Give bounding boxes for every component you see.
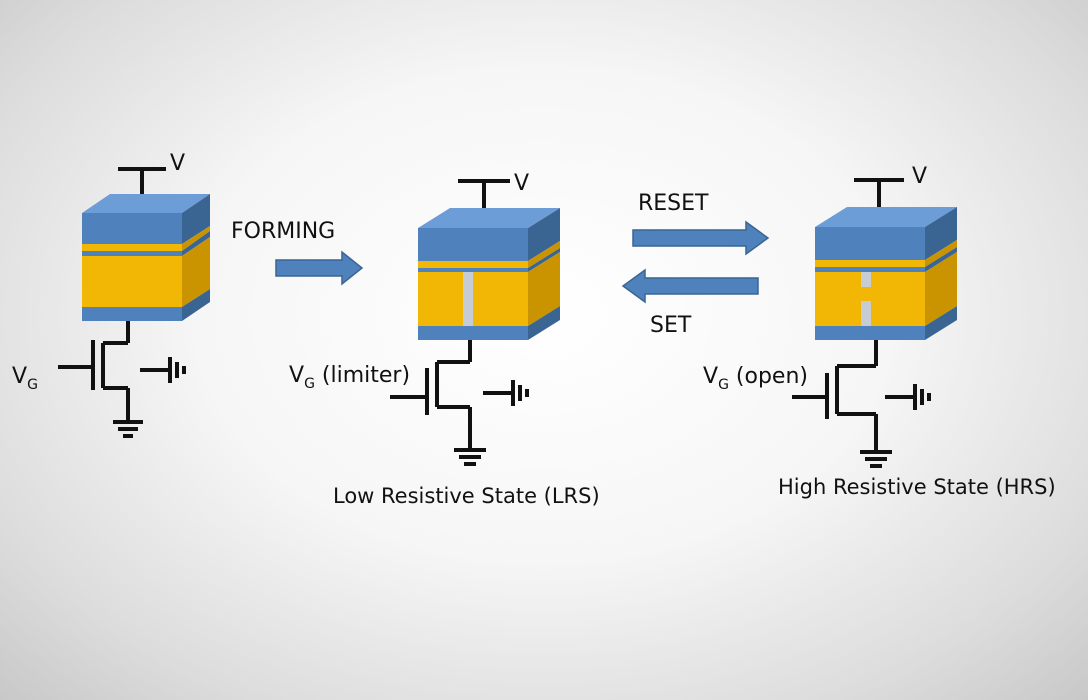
hrs-device-stack [815, 207, 957, 340]
lrs-gate-label: VG (limiter) [289, 363, 410, 392]
bottom-electrode [815, 326, 925, 340]
lrs-top-terminal-label: V [514, 171, 529, 196]
initial-cell: V [12, 151, 210, 438]
hrs-transistor: VG (open) [703, 340, 931, 468]
initial-device-stack [82, 194, 210, 321]
hrs-top-terminal-label: V [912, 164, 927, 189]
set-transition: SET [621, 268, 759, 338]
set-label: SET [650, 313, 692, 338]
arrow-left-icon [621, 268, 759, 304]
top-electrode-lower [82, 231, 182, 244]
top-electrode [815, 227, 925, 247]
initial-top-terminal-label: V [170, 151, 185, 176]
hrs-gate-label: VG (open) [703, 364, 808, 393]
battery-icon [885, 384, 931, 410]
reset-label: RESET [638, 191, 709, 216]
hrs-cell: V [703, 164, 1056, 499]
bottom-electrode [82, 307, 182, 321]
initial-gate-label: VG [12, 364, 38, 393]
lrs-transistor: VG (limiter) [289, 340, 529, 466]
arrow-right-icon [275, 250, 364, 286]
oxide-layer [82, 256, 182, 307]
top-electrode [82, 213, 182, 231]
battery-icon [483, 380, 529, 406]
lrs-caption: Low Resistive State (LRS) [333, 484, 600, 508]
top-electrode [418, 228, 528, 248]
ground-icon [113, 420, 143, 438]
forming-label: FORMING [231, 219, 335, 244]
reset-transition: RESET [632, 191, 770, 256]
lrs-device-stack [418, 208, 560, 340]
initial-transistor: VG [12, 321, 186, 438]
bottom-electrode [418, 326, 528, 340]
ground-icon [860, 450, 892, 468]
top-electrode-face [82, 194, 210, 213]
hrs-caption: High Resistive State (HRS) [778, 475, 1056, 499]
forming-transition: FORMING [231, 219, 364, 286]
ground-icon [454, 448, 486, 466]
conductive-filament [463, 272, 473, 326]
arrow-right-icon [632, 220, 770, 256]
lrs-cell: V [289, 171, 600, 508]
battery-icon [140, 357, 186, 383]
ruptured-filament [861, 272, 871, 326]
